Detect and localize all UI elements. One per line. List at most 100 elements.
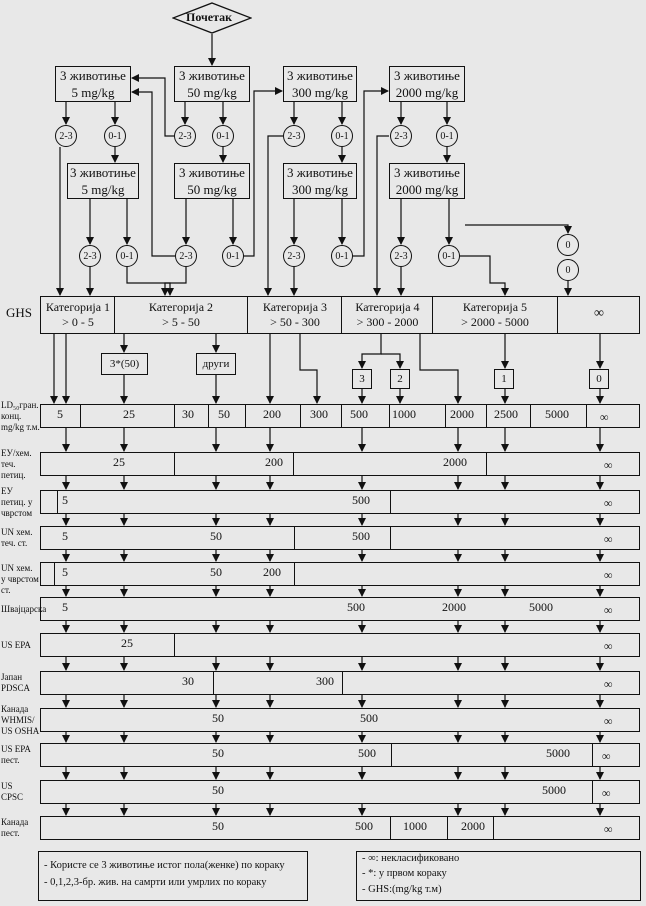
- unclassified-value: ∞: [604, 458, 613, 472]
- outcome-circle: 0-1: [222, 245, 244, 267]
- box-5-step2: 3 животиње 5 mg/kg: [67, 163, 139, 199]
- threshold-value: 1000: [392, 407, 416, 421]
- threshold-value: 50: [212, 819, 224, 833]
- row-divider: [390, 490, 392, 514]
- threshold-value: 200: [263, 565, 281, 579]
- threshold-value: 5: [62, 600, 68, 614]
- box-300-step1: 3 животиње 300 mg/kg: [283, 66, 357, 102]
- outcome-circle: 0-1: [436, 125, 458, 147]
- threshold-value: 5: [57, 407, 63, 421]
- box-50-step2: 3 животиње 50 mg/kg: [174, 163, 250, 199]
- threshold-value: 25: [123, 407, 135, 421]
- unclassified-value: ∞: [604, 496, 613, 510]
- outcome-circle: 0-1: [331, 125, 353, 147]
- threshold-value: 1000: [403, 819, 427, 833]
- threshold-value: 300: [316, 674, 334, 688]
- connector-line: [126, 267, 174, 296]
- ghs-category-4: Категорија 4 > 300 - 2000: [355, 300, 420, 329]
- connector-line: [299, 334, 321, 404]
- outcome-circle: 2-3: [283, 125, 305, 147]
- threshold-value: 5000: [542, 783, 566, 797]
- ghs-category-row: [40, 296, 640, 334]
- threshold-value: 2000: [461, 819, 485, 833]
- outcome-circle: 0-1: [331, 245, 353, 267]
- row-divider: [493, 816, 495, 840]
- row-label: Канада WHMIS/ US OSHA: [1, 703, 40, 736]
- row-divider: [57, 490, 59, 514]
- ghs-divider: [432, 296, 434, 334]
- box-2000-step2: 3 животиње 2000 mg/kg: [389, 163, 465, 199]
- outcome-circle: 0-1: [116, 245, 138, 267]
- note-counts: - 0,1,2,3-бр. жив. на самрти или умрлих …: [44, 877, 267, 888]
- unclassified-value: ∞: [604, 603, 613, 617]
- outcome-circle: 0-1: [212, 125, 234, 147]
- threshold-value: 25: [113, 455, 125, 469]
- threshold-value: 200: [265, 455, 283, 469]
- table-row: [40, 597, 640, 621]
- threshold-value: 50: [218, 407, 230, 421]
- outcome-circle: 0-1: [438, 245, 460, 267]
- table-row: [40, 404, 640, 428]
- threshold-value: 500: [350, 407, 368, 421]
- connector-line: [244, 87, 283, 257]
- sub-box-other: други: [196, 353, 236, 375]
- outcome-circle: 2-3: [55, 125, 77, 147]
- row-label: US EPA пест.: [1, 744, 31, 765]
- ghs-divider: [557, 296, 559, 334]
- threshold-value: 300: [310, 407, 328, 421]
- row-divider: [54, 562, 56, 586]
- connector-line: [131, 88, 175, 257]
- threshold-value: 500: [360, 711, 378, 725]
- threshold-value: 500: [352, 529, 370, 543]
- outcome-circle: 2-3: [175, 245, 197, 267]
- row-divider: [293, 452, 295, 476]
- row-label: Швајцарска: [1, 603, 47, 614]
- connector-line: [381, 353, 404, 369]
- threshold-value: 30: [182, 674, 194, 688]
- row-label: LD₅₀гран. конц. mg/kg т.м.: [1, 399, 40, 432]
- unclassified-value: ∞: [602, 786, 611, 800]
- threshold-value: 2500: [494, 407, 518, 421]
- sub-box-2: 2: [390, 369, 410, 389]
- sub-box-0: 0: [589, 369, 609, 389]
- ghs-divider: [247, 296, 249, 334]
- threshold-value: 5: [62, 529, 68, 543]
- table-row: [40, 743, 640, 767]
- sub-box-3-50: 3*(50): [101, 353, 148, 375]
- threshold-value: 2000: [443, 455, 467, 469]
- threshold-value: 500: [355, 819, 373, 833]
- threshold-value: 500: [352, 493, 370, 507]
- box-2000-step1: 3 животиње 2000 mg/kg: [389, 66, 465, 102]
- note-infinity: - ∞: некласификовано: [362, 853, 460, 864]
- threshold-value: 200: [263, 407, 281, 421]
- ghs-label: GHS: [6, 305, 33, 320]
- table-row: [40, 780, 640, 804]
- row-divider: [174, 404, 176, 428]
- box-300-step2: 3 животиње 300 mg/kg: [283, 163, 357, 199]
- row-divider: [592, 780, 594, 804]
- sub-box-1: 1: [494, 369, 514, 389]
- unclassified-value: ∞: [604, 639, 613, 653]
- note-animals: - Користе се 3 животиње истог пола(женке…: [44, 860, 285, 871]
- threshold-value: 50: [210, 565, 222, 579]
- threshold-value: 2000: [450, 407, 474, 421]
- table-row: [40, 816, 640, 840]
- table-row: [40, 671, 640, 695]
- row-divider: [391, 743, 393, 767]
- ghs-divider: [114, 296, 116, 334]
- start-diamond: [172, 2, 252, 34]
- row-divider: [592, 743, 594, 767]
- connector-line: [373, 135, 389, 296]
- threshold-value: 5: [62, 493, 68, 507]
- row-label: UN хем. у чврстом ст.: [1, 563, 39, 595]
- unclassified-value: ∞: [604, 822, 613, 836]
- row-divider: [390, 526, 392, 550]
- unclassified-value: ∞: [604, 568, 613, 582]
- box-5-step1: 3 животиње 5 mg/kg: [55, 66, 131, 102]
- row-divider: [174, 633, 176, 657]
- ghs-category-5: Категорија 5 > 2000 - 5000: [461, 300, 529, 329]
- row-divider: [245, 404, 247, 428]
- connector-line: [353, 87, 389, 257]
- note-asterisk: - *: у првом кораку: [362, 868, 447, 879]
